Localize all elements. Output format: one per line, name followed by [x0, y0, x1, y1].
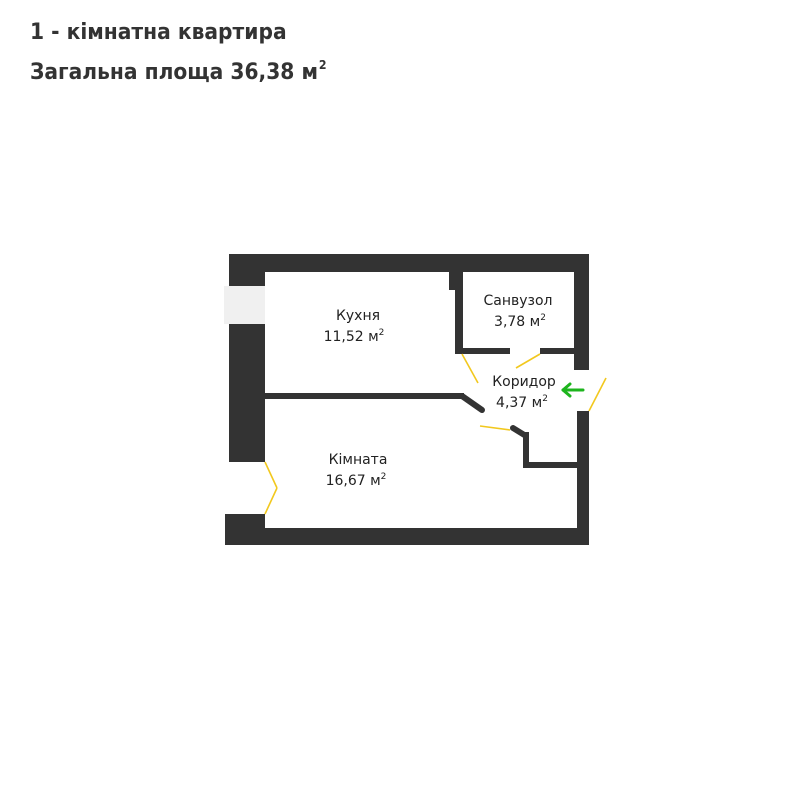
- wall-bathroom-stub: [449, 270, 463, 290]
- wall-left-middle: [229, 324, 265, 462]
- wall-left-upper: [229, 254, 265, 286]
- entrance-arrow-icon: [561, 382, 585, 398]
- door-swing-entrance: [588, 377, 607, 412]
- room-area-corridor: 4,37 м2: [496, 394, 548, 411]
- door-swing-balcony-2: [264, 487, 278, 515]
- door-swing-room: [479, 425, 511, 431]
- door-swings: [264, 353, 607, 515]
- wall-right-lower: [577, 411, 589, 545]
- room-area-bathroom: 3,78 м2: [494, 313, 546, 330]
- room-name-kitchen: Кухня: [336, 308, 380, 324]
- wall-corridor-bottom: [523, 462, 579, 468]
- window-kitchen: [224, 286, 265, 324]
- door-swing-bathroom-2: [515, 353, 541, 369]
- door-swing-bathroom-1: [461, 353, 479, 384]
- wall-top: [229, 254, 589, 272]
- wall-corridor-vertical: [523, 432, 529, 468]
- plan-heading: 1 - кімнатна квартира Загальна площа 36,…: [30, 16, 327, 89]
- room-area-room: 16,67 м2: [326, 472, 387, 489]
- room-name-room: Кімната: [329, 452, 388, 468]
- walls: [225, 254, 589, 545]
- door-leaf-kitchen: [459, 393, 485, 413]
- total-area-text: Загальна площа 36,38 м: [30, 60, 318, 85]
- wall-right-upper: [574, 254, 589, 370]
- door-leaf-room: [510, 425, 529, 439]
- total-area: Загальна площа 36,38 м2: [30, 49, 327, 89]
- wall-bathroom-left: [455, 254, 463, 354]
- total-area-sup: 2: [318, 58, 327, 72]
- wall-bathroom-bottom-left: [455, 348, 510, 354]
- wall-kitchen-room: [262, 393, 464, 399]
- wall-bathroom-bottom-right: [540, 348, 579, 354]
- apartment-type: 1 - кімнатна квартира: [30, 20, 287, 45]
- room-name-corridor: Коридор: [492, 374, 556, 390]
- door-swing-balcony-1: [264, 461, 278, 489]
- room-area-kitchen: 11,52 м2: [324, 328, 385, 345]
- wall-bottom: [225, 528, 589, 545]
- room-name-bathroom: Санвузол: [483, 293, 552, 309]
